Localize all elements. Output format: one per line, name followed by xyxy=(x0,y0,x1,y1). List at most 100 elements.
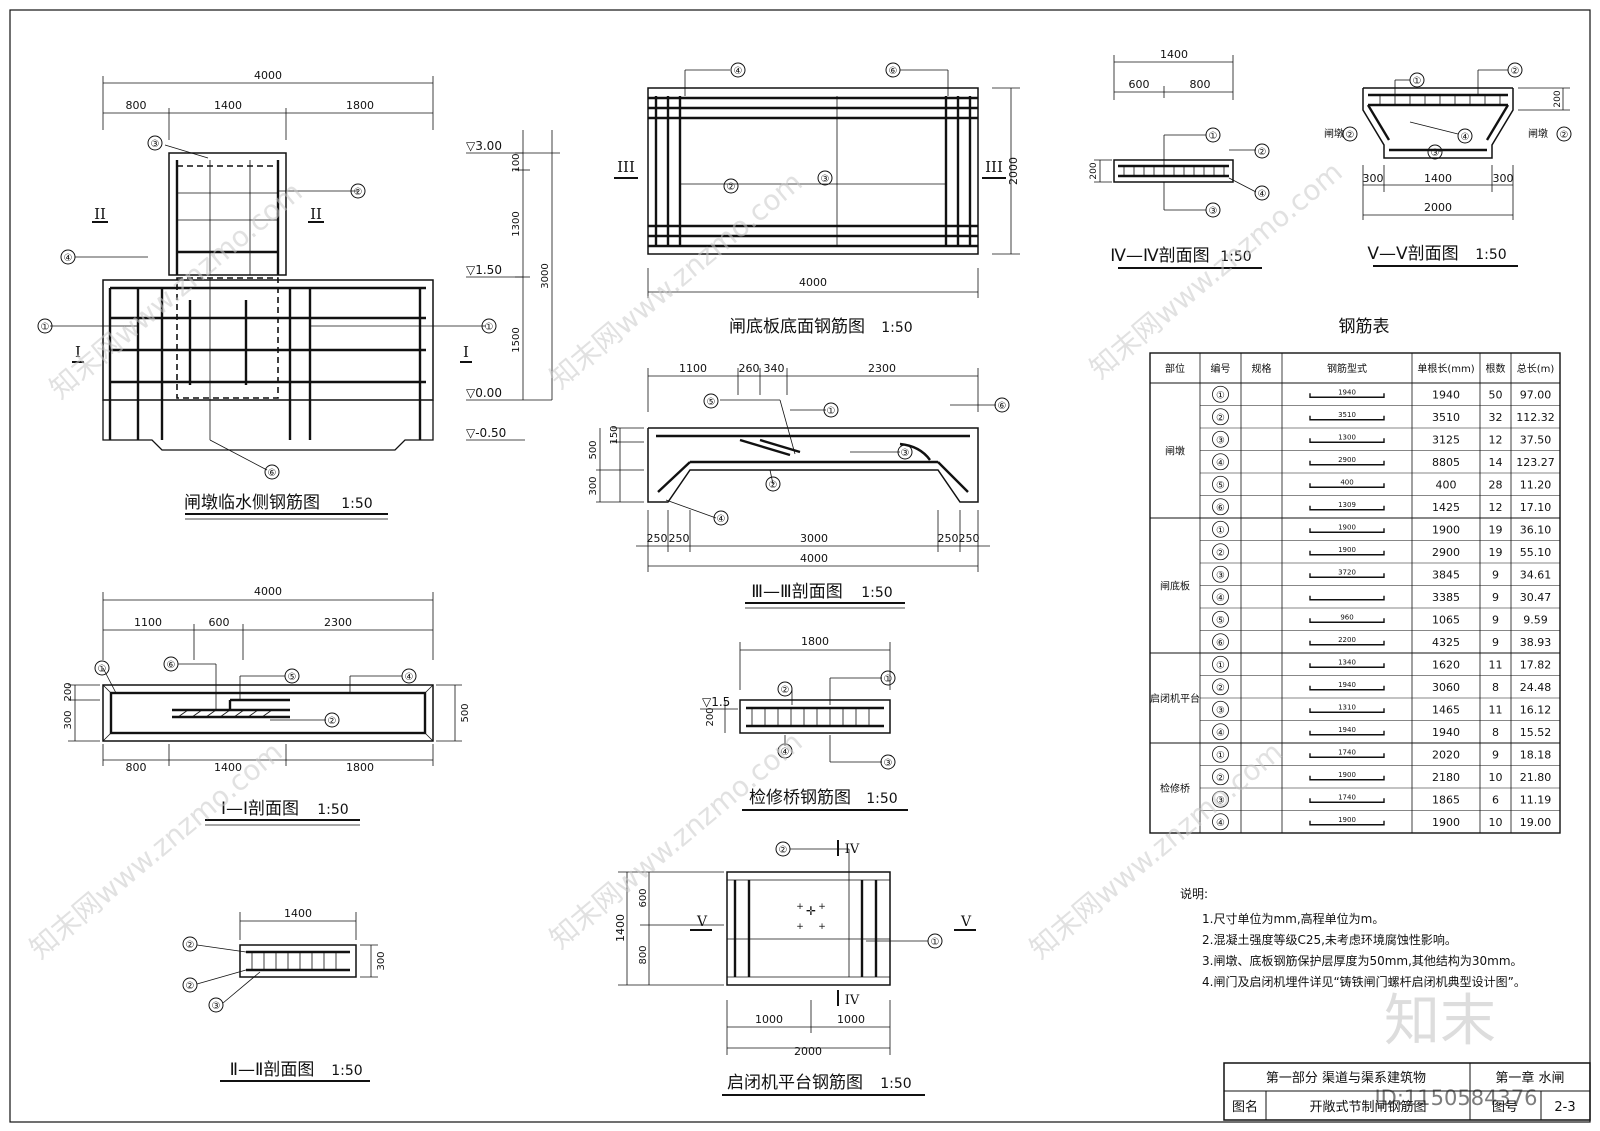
tb-label-name: 图名 xyxy=(1232,1099,1258,1115)
s4-dim-total: 1400 xyxy=(1160,48,1188,61)
pier-dim-total: 4000 xyxy=(254,69,282,82)
table-cell-total: 9.59 xyxy=(1523,613,1548,626)
s5-dim-bottom-3: 300 xyxy=(1493,172,1514,185)
elev-3: ▽0.00 xyxy=(466,386,502,400)
rebar-shape-icon xyxy=(1309,708,1385,713)
rebar-shape-icon xyxy=(1309,820,1385,826)
rebar-shape-icon xyxy=(1309,640,1385,646)
table-cell-len: 1425 xyxy=(1432,501,1460,514)
table-cell-len: 1620 xyxy=(1432,658,1460,671)
table-cell-total: 112.32 xyxy=(1516,411,1555,424)
table-cell-total: 18.18 xyxy=(1520,748,1552,761)
floor-mark-right: III xyxy=(985,158,1003,176)
s1-scale: 1:50 xyxy=(317,802,348,818)
s1-dim-bottom-3: 1800 xyxy=(346,761,374,774)
rebar-shape-icon xyxy=(1309,550,1385,556)
table-group-name: 闸底板 xyxy=(1160,580,1190,593)
watermark-text-4: 知末网www.znzmo.com xyxy=(23,735,288,965)
table-cell-len: 1865 xyxy=(1432,793,1460,806)
rebar-shape-icon xyxy=(1309,573,1385,578)
pier-view: 4000 800 1400 1800 xyxy=(37,69,497,520)
section-2-view: 1400 ② ② ③ 300 Ⅱ—Ⅱ剖面图 1:50 xyxy=(182,907,387,1082)
s5-bubble-4: ④ xyxy=(1461,132,1470,143)
s1-dim-left-1: 200 xyxy=(63,682,74,701)
table-cell-total: 38.93 xyxy=(1520,636,1552,649)
table-cell-total: 16.12 xyxy=(1520,703,1552,716)
hoist-mark-IV-top: IV xyxy=(845,842,860,857)
s5-bubble-2-right: ② xyxy=(1560,130,1569,141)
table-cell-count: 9 xyxy=(1492,748,1499,761)
s3-dim-total: 4000 xyxy=(800,552,828,565)
pier-bubble-4: ④ xyxy=(64,253,73,264)
s1-title: Ⅰ—Ⅰ剖面图 xyxy=(221,799,299,819)
bridge-bubble-1: ① xyxy=(884,674,893,685)
s4-dim-2: 800 xyxy=(1190,78,1211,91)
table-cell-len: 1940 xyxy=(1432,388,1460,401)
pier-bubble-2: ② xyxy=(354,187,363,198)
table-cell-total: 123.27 xyxy=(1516,456,1555,469)
s5-scale: 1:50 xyxy=(1475,247,1506,263)
bridge-bubble-4: ④ xyxy=(781,747,790,758)
table-cell-total: 11.19 xyxy=(1520,793,1552,806)
s5-bubble-2-left: ② xyxy=(1346,130,1355,141)
elev-1: ▽3.00 xyxy=(466,139,502,153)
table-cell-no: ④ xyxy=(1216,593,1225,604)
hoist-mark-V-right: V xyxy=(960,914,972,930)
table-cell-no: ② xyxy=(1216,683,1225,694)
svg-text:+: + xyxy=(818,922,826,932)
s3-bubble-3: ③ xyxy=(901,448,910,459)
pier-dim-3: 1800 xyxy=(346,99,374,112)
table-cell-len: 2900 xyxy=(1432,546,1460,559)
table-cell-len: 400 xyxy=(1436,478,1457,491)
table-header: 钢筋型式 xyxy=(1327,362,1367,375)
table-cell-len: 1065 xyxy=(1432,613,1460,626)
s1-dim-top-2: 600 xyxy=(209,616,230,629)
pier-mark-I-right: I xyxy=(463,343,469,361)
notes-title: 说明: xyxy=(1180,886,1208,901)
table-cell-shape: 1940 xyxy=(1338,681,1356,689)
table-cell-count: 19 xyxy=(1489,523,1503,536)
s1-bubble-2: ② xyxy=(328,716,337,727)
s4-dim-left: 200 xyxy=(1089,162,1099,179)
table-cell-len: 1940 xyxy=(1432,726,1460,739)
table-cell-count: 11 xyxy=(1489,658,1503,671)
watermark-text-6: 知末网www.znzmo.com xyxy=(1023,735,1288,965)
hoist-view: ✛ + + + + ② ① IV IV V V 1400 600 800 100… xyxy=(614,840,976,1096)
table-cell-count: 12 xyxy=(1489,433,1503,446)
hoist-dim-left-2: 800 xyxy=(638,945,649,964)
pier-dim-1: 800 xyxy=(126,99,147,112)
s2-dim-total: 1400 xyxy=(284,907,312,920)
s1-dim-total: 4000 xyxy=(254,585,282,598)
hoist-bolt-icon: ✛ xyxy=(806,904,816,918)
pier-mark-II-right: II xyxy=(310,205,322,223)
elev-dim-3: 1500 xyxy=(511,327,522,352)
table-cell-count: 8 xyxy=(1492,681,1499,694)
s1-bubble-1: ① xyxy=(98,664,107,675)
s3-dim-top-2: 260 xyxy=(739,362,760,375)
hoist-mark-IV-bottom: IV xyxy=(845,993,860,1008)
bridge-dim-total: 1800 xyxy=(801,635,829,648)
table-cell-no: ⑤ xyxy=(1216,615,1225,626)
s1-dim-left-2: 300 xyxy=(63,710,74,729)
table-group-name: 闸墩 xyxy=(1165,445,1185,458)
table-cell-no: ③ xyxy=(1216,435,1225,446)
table-title: 钢筋表 xyxy=(1339,317,1390,337)
table-cell-no: ③ xyxy=(1216,570,1225,581)
pier-bubble-3: ③ xyxy=(151,139,160,150)
table-cell-no: ③ xyxy=(1216,705,1225,716)
table-cell-shape: 2900 xyxy=(1338,456,1356,464)
hoist-bubble-2: ② xyxy=(779,845,788,856)
rebar-shape-icon xyxy=(1309,438,1385,443)
s3-dim-top-4: 2300 xyxy=(868,362,896,375)
s3-scale: 1:50 xyxy=(861,585,892,601)
s5-bubble-2-top: ② xyxy=(1511,66,1520,77)
pier-mark-II-left: II xyxy=(94,205,106,223)
watermark-logo: 知末 xyxy=(1384,989,1496,1054)
bridge-bubble-3: ③ xyxy=(884,758,893,769)
table-cell-shape: 1900 xyxy=(1338,523,1356,531)
s5-dim-bottom-1: 300 xyxy=(1363,172,1384,185)
bridge-view: 1800 ② ① ④ ③ ▽1.5 200 检修桥钢筋图 1:50 xyxy=(700,635,908,811)
table-cell-count: 28 xyxy=(1489,478,1503,491)
table-cell-shape: 1940 xyxy=(1338,388,1356,396)
s2-dim-right: 300 xyxy=(376,951,387,970)
